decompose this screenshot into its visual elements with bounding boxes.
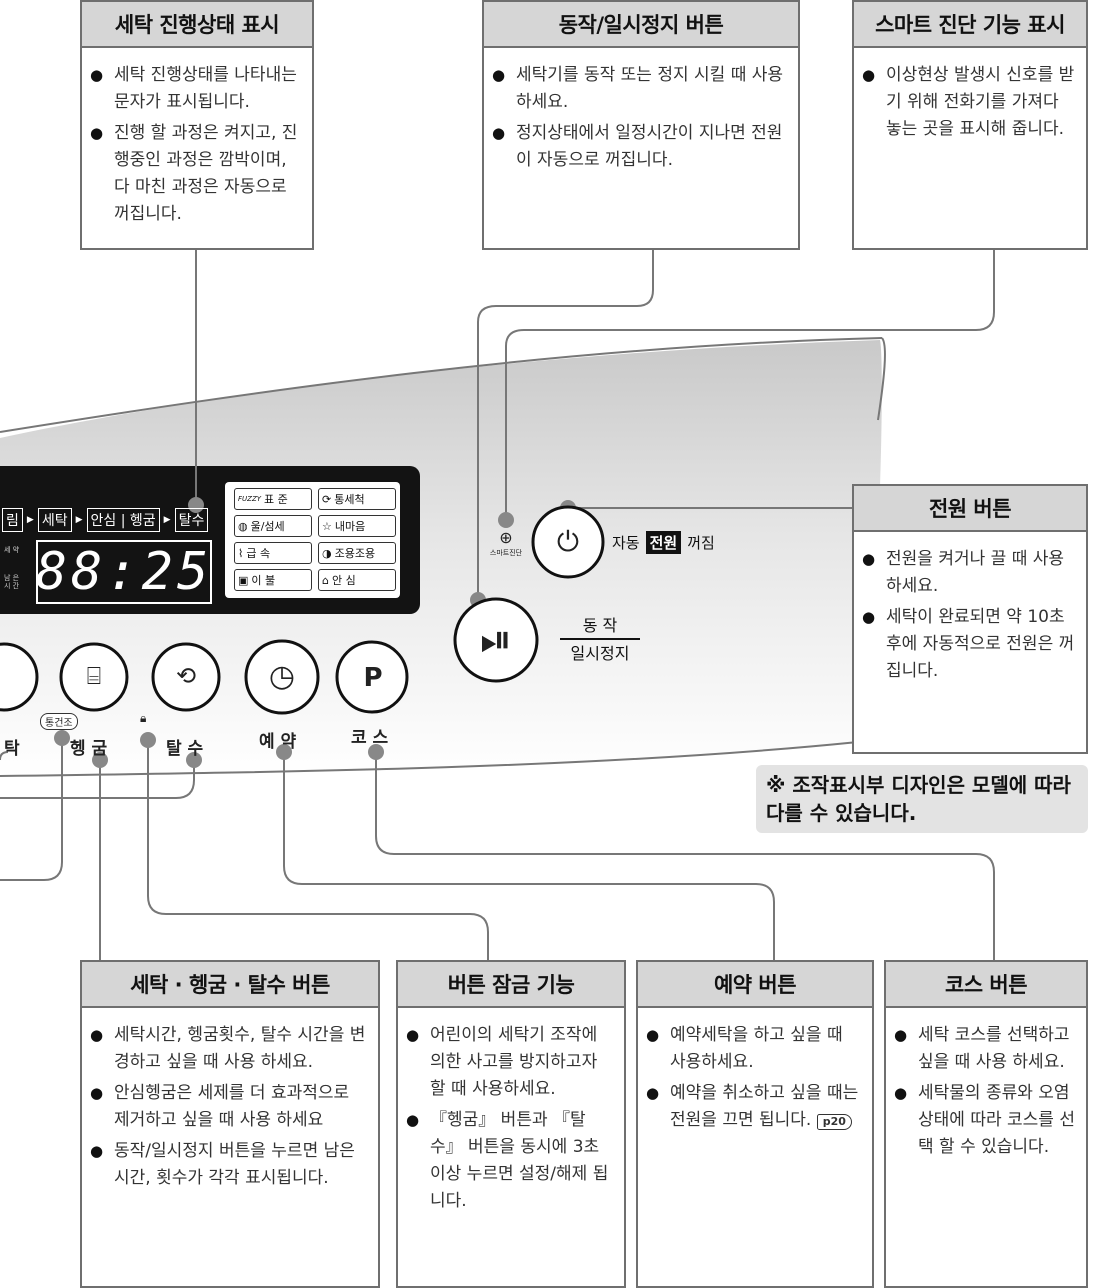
power-label-off: 꺼짐: [687, 534, 715, 552]
dry-tag: 통건조: [40, 713, 78, 730]
power-label: 자동 전원 꺼짐: [612, 531, 715, 554]
page-ref-badge[interactable]: p20: [816, 1114, 852, 1130]
callout-start-pause-title: 동작/일시정지 버튼: [484, 2, 798, 48]
callout-reserve-title: 예약 버튼: [638, 962, 872, 1008]
shirt-icon: ⌇: [238, 546, 244, 560]
lcd-side-label-remaining: 남 은 시 간: [4, 574, 20, 590]
course-item-quiet: ◑조용조용: [318, 542, 396, 564]
start-label-bottom: 일시정지: [570, 644, 630, 663]
spin-button-icon[interactable]: ⟲: [175, 662, 197, 690]
course-item-wool: ◍울/섬세: [234, 515, 312, 537]
course-item-quick: ⌇급 속: [234, 542, 312, 564]
power-label-auto: 자동: [612, 534, 640, 552]
callout-start-pause: 동작/일시정지 버튼 세탁기를 동작 또는 정지 시킬 때 사용하세요. 정지상…: [482, 0, 800, 250]
callout-power: 전원 버튼 전원을 켜거나 끌 때 사용하세요. 세탁이 완료되면 약 10초 …: [852, 484, 1088, 754]
bedding-icon: ▣: [238, 573, 249, 587]
rinse-button-shirt-icon[interactable]: ⌸: [86, 662, 102, 690]
star-icon: ☆: [322, 519, 332, 533]
power-icon[interactable]: ⏻: [556, 525, 580, 558]
callout-power-item: 세탁이 완료되면 약 10초 후에 자동적으로 전원은 꺼집니다.: [862, 604, 1076, 685]
progress-steps: 림 ▶ 세탁 ▶ 안심 | 헹굼 ▶ 탈수: [2, 508, 209, 532]
callout-power-title: 전원 버튼: [854, 486, 1086, 532]
step-rinse: 안심 | 헹굼: [86, 508, 160, 532]
callout-reserve-item: 예약을 취소하고 싶을 때는 전원을 끄면 됩니다. p20: [646, 1080, 862, 1134]
start-label-top: 동 작: [560, 612, 640, 640]
callout-child-lock-title: 버튼 잠금 기능: [398, 962, 624, 1008]
course-item-tub-clean: ⟳통세척: [318, 488, 396, 510]
reserve-button-label: 예 약: [259, 732, 297, 752]
course-item-bedding: ▣이 불: [234, 569, 312, 591]
callout-wash-rinse-spin-item: 세탁시간, 헹굼횟수, 탈수 시간을 변경하고 싶을 때 사용 하세요.: [90, 1022, 368, 1076]
callout-child-lock-item: 『헹굼』 버튼과 『탈수』 버튼을 동시에 3초 이상 누르면 설정/해제 됩니…: [406, 1107, 614, 1215]
callout-start-pause-item: 정지상태에서 일정시간이 지나면 전원이 자동으로 꺼집니다.: [492, 120, 788, 174]
callout-progress-item: 진행 할 과정은 켜지고, 진행중인 과정은 깜박이며, 다 마친 과정은 자동…: [90, 120, 302, 228]
callout-progress-title: 세탁 진행상태 표시: [82, 2, 312, 48]
rinse-button-label: 헹 굼: [70, 739, 108, 759]
play-pause-icon[interactable]: ⏯: [480, 617, 512, 663]
callout-wash-rinse-spin: 세탁 · 헹굼 · 탈수 버튼 세탁시간, 헹굼횟수, 탈수 시간을 변경하고 …: [80, 960, 380, 1288]
callout-progress-item: 세탁 진행상태를 나타내는 문자가 표시됩니다.: [90, 62, 302, 116]
callout-reserve-item: 예약세탁을 하고 싶을 때 사용하세요.: [646, 1022, 862, 1076]
smart-diagnosis-icon: ⊕: [499, 528, 513, 547]
callout-start-pause-item: 세탁기를 동작 또는 정지 시킬 때 사용하세요.: [492, 62, 788, 116]
callout-smart-diagnosis-item: 이상현상 발생시 신호를 받기 위해 전화기를 가져다 놓는 곳을 표시해 줍니…: [862, 62, 1076, 143]
callout-child-lock: 버튼 잠금 기능 어린이의 세탁기 조작에 의한 사고를 방지하고자 할 때 사…: [396, 960, 626, 1288]
course-item-my-course: ☆내마음: [318, 515, 396, 537]
callout-course-item: 세탁물의 종류와 오염 상태에 따라 코스를 선택 할 수 있습니다.: [894, 1080, 1076, 1161]
wool-icon: ◍: [238, 519, 248, 533]
callout-course-item: 세탁 코스를 선택하고 싶을 때 사용 하세요.: [894, 1022, 1076, 1076]
callout-wash-rinse-spin-title: 세탁 · 헹굼 · 탈수 버튼: [82, 962, 378, 1008]
time-display: 88:25: [35, 540, 213, 604]
spin-button-label: 탈 수: [166, 739, 204, 759]
course-button-icon[interactable]: P: [363, 663, 383, 693]
callout-smart-diagnosis-title: 스마트 진단 기능 표시: [854, 2, 1086, 48]
design-note: ※ 조작표시부 디자인은 모델에 따라 다를 수 있습니다.: [756, 765, 1088, 833]
wash-button-label: 탁: [4, 739, 20, 759]
start-pause-label: 동 작 일시정지: [560, 612, 640, 664]
step-spin: 탈수: [174, 508, 209, 532]
lock-icon: 🔒︎: [140, 711, 147, 725]
safe-icon: ⌂: [322, 573, 329, 587]
step-soak: 림: [2, 508, 23, 532]
callout-wash-rinse-spin-item: 동작/일시정지 버튼을 누르면 남은시간, 횟수가 각각 표시됩니다.: [90, 1138, 368, 1192]
callout-smart-diagnosis: 스마트 진단 기능 표시 이상현상 발생시 신호를 받기 위해 전화기를 가져다…: [852, 0, 1088, 250]
callout-reserve: 예약 버튼 예약세탁을 하고 싶을 때 사용하세요. 예약을 취소하고 싶을 때…: [636, 960, 874, 1288]
quiet-icon: ◑: [322, 546, 332, 560]
callout-child-lock-item: 어린이의 세탁기 조작에 의한 사고를 방지하고자 할 때 사용하세요.: [406, 1022, 614, 1103]
callout-course-title: 코스 버튼: [886, 962, 1086, 1008]
callout-power-item: 전원을 켜거나 끌 때 사용하세요.: [862, 546, 1076, 600]
step-wash: 세탁: [37, 508, 72, 532]
tub-clean-icon: ⟳: [322, 492, 332, 506]
power-label-power: 전원: [645, 531, 682, 554]
callout-course: 코스 버튼 세탁 코스를 선택하고 싶을 때 사용 하세요. 세탁물의 종류와 …: [884, 960, 1088, 1288]
course-button-label: 코 스: [351, 728, 389, 748]
course-item-safe: ⌂안 심: [318, 569, 396, 591]
callout-progress: 세탁 진행상태 표시 세탁 진행상태를 나타내는 문자가 표시됩니다. 진행 할…: [80, 0, 314, 250]
callout-wash-rinse-spin-item: 안심헹굼은 세제를 더 효과적으로 제거하고 싶을 때 사용 하세요: [90, 1080, 368, 1134]
smart-diagnosis-label: 스마트진단: [489, 549, 523, 557]
reserve-button-clock-icon[interactable]: ◷: [268, 659, 296, 694]
lcd-side-label-reserve: 세 약: [4, 546, 20, 554]
